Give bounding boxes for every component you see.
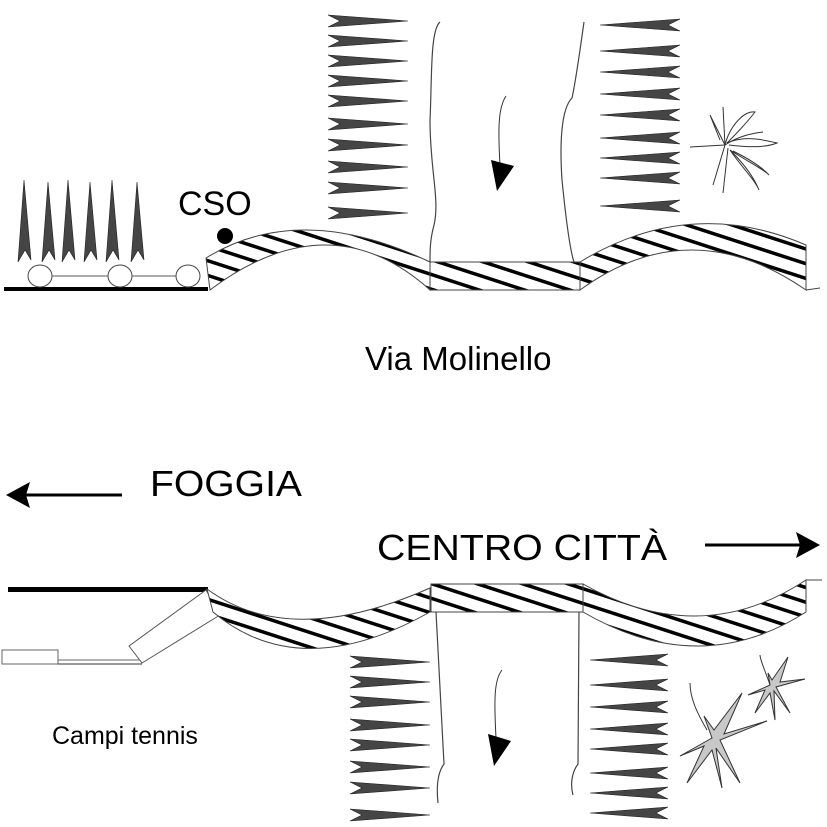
plant-filled-icon bbox=[679, 682, 768, 789]
plant-filled-icon bbox=[747, 654, 806, 721]
arrow-left-icon bbox=[6, 482, 30, 508]
flat-bridge-deck-bottom bbox=[430, 583, 584, 613]
thorn-icon bbox=[349, 655, 431, 669]
thorn-icon bbox=[589, 766, 669, 780]
thorn-icon bbox=[327, 206, 409, 220]
curved-bridge-right bbox=[582, 579, 807, 647]
tree-icon bbox=[41, 181, 56, 263]
channel-bank-left-bottom bbox=[435, 611, 445, 804]
direction-label-foggia: FOGGIA bbox=[150, 463, 302, 504]
channel-bank-left-top bbox=[429, 21, 441, 263]
thorn-icon bbox=[349, 718, 431, 732]
tree-icon bbox=[130, 181, 145, 263]
cso-point-icon bbox=[217, 228, 233, 244]
thorn-icon bbox=[589, 806, 669, 820]
rollers bbox=[27, 264, 201, 288]
thorn-icon bbox=[349, 695, 431, 709]
thorn-icon bbox=[349, 781, 431, 795]
street-label-via-molinello: Via Molinello bbox=[365, 340, 552, 377]
thorn-icon bbox=[327, 34, 409, 48]
bottom-section bbox=[1, 579, 822, 822]
thorn-icon bbox=[327, 138, 409, 152]
upright-trees-group bbox=[17, 179, 145, 263]
flow-arrow-stem-bottom bbox=[494, 669, 503, 739]
thorn-icon bbox=[589, 678, 669, 692]
arched-bridge-left bbox=[205, 229, 431, 292]
tree-icon bbox=[105, 179, 120, 263]
thorn-icon bbox=[589, 722, 669, 736]
thorn-icon bbox=[589, 786, 669, 800]
direction-foggia: FOGGIA bbox=[6, 463, 302, 508]
thorn-icon bbox=[327, 54, 409, 68]
channel-bank-right-bottom bbox=[571, 611, 580, 796]
roller bbox=[175, 264, 201, 288]
thorn-icon bbox=[599, 151, 681, 165]
road-line-bottom bbox=[8, 587, 208, 592]
flow-arrow-stem-top bbox=[498, 95, 507, 166]
curved-bridge-left bbox=[206, 587, 431, 649]
channel-bank-right-top bbox=[560, 21, 585, 263]
flow-arrow-down-icon bbox=[488, 734, 511, 766]
flow-arrow-down-icon bbox=[491, 160, 514, 191]
thorn-icon bbox=[599, 18, 681, 32]
thorn-icon bbox=[327, 117, 409, 131]
ramp bbox=[128, 589, 221, 664]
tree-icon bbox=[17, 179, 32, 263]
arrow-right-icon bbox=[796, 532, 820, 558]
tree-icon bbox=[83, 181, 98, 263]
thorn-icon bbox=[589, 742, 669, 756]
thorn-icon bbox=[599, 131, 681, 145]
tennis-court bbox=[1, 649, 142, 665]
thorn-icon bbox=[589, 653, 669, 667]
cso-label: CSO bbox=[178, 185, 252, 223]
plant-outline-icon bbox=[689, 106, 779, 194]
thorn-icon bbox=[327, 160, 409, 174]
roller bbox=[107, 264, 133, 288]
thorn-icon bbox=[589, 700, 669, 714]
thorns-bottom-right bbox=[589, 653, 669, 820]
thorn-icon bbox=[599, 108, 681, 122]
thorns-top-left bbox=[327, 14, 409, 220]
thorn-icon bbox=[349, 760, 431, 774]
direction-centro-citta: CENTRO CITTÀ bbox=[377, 527, 820, 568]
roller bbox=[27, 264, 53, 288]
top-section: CSO bbox=[4, 14, 821, 292]
thorns-bottom-left bbox=[349, 655, 431, 822]
place-label-campi-tennis: Campi tennis bbox=[52, 722, 198, 750]
thorn-icon bbox=[327, 74, 409, 88]
thorn-icon bbox=[599, 65, 681, 79]
thorn-icon bbox=[599, 199, 681, 213]
thorns-top-right bbox=[599, 18, 681, 213]
ground-line-top bbox=[4, 287, 208, 291]
thorn-icon bbox=[599, 171, 681, 185]
direction-label-centro-citta: CENTRO CITTÀ bbox=[377, 527, 667, 568]
thorn-icon bbox=[599, 87, 681, 101]
thorn-icon bbox=[327, 181, 409, 195]
flat-bridge-deck-top bbox=[429, 261, 581, 291]
arched-bridge-right bbox=[579, 223, 807, 291]
thorn-icon bbox=[327, 94, 409, 108]
thorn-icon bbox=[349, 738, 431, 752]
tree-icon bbox=[61, 179, 76, 263]
thorn-icon bbox=[349, 808, 431, 822]
thorn-icon bbox=[599, 44, 681, 58]
thorn-icon bbox=[327, 14, 409, 28]
thorn-icon bbox=[349, 675, 431, 689]
